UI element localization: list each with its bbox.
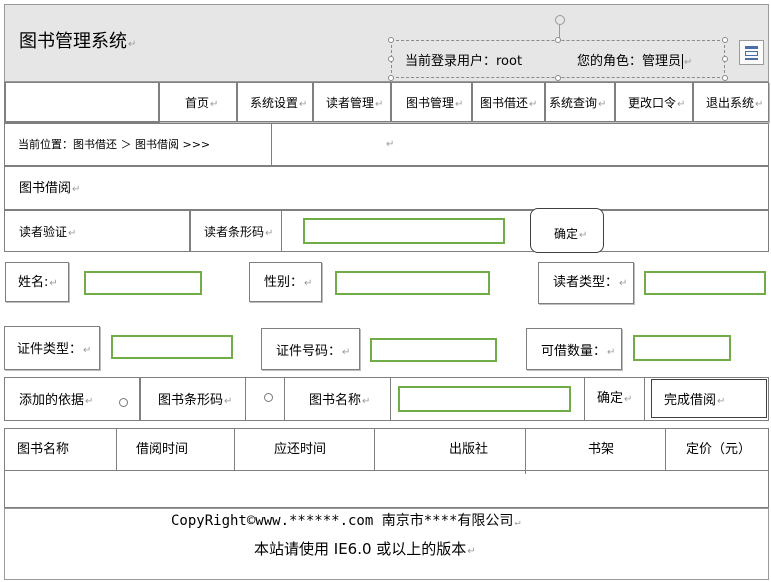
column-header-due-time: 应还时间 (274, 442, 327, 457)
nav-item-book-mgmt[interactable]: 图书管理↵ (391, 82, 472, 122)
resize-handle (388, 75, 394, 81)
app-title: 图书管理系统↵ (19, 31, 137, 52)
section-title-row: 图书借阅↵ (4, 166, 769, 210)
user-role-text: 您的角色：管理员↵ (577, 54, 693, 69)
borrowable-field[interactable] (633, 335, 731, 361)
paragraph-mark: ↵ (386, 139, 395, 150)
reader-barcode-input[interactable] (303, 218, 505, 244)
id-type-field[interactable] (111, 335, 233, 359)
column-header-book-name: 图书名称 (17, 442, 70, 457)
name-label-cell: 姓名:↵ (5, 262, 69, 302)
radio-by-barcode[interactable] (119, 398, 128, 407)
gender-field[interactable] (335, 271, 490, 295)
book-search-input[interactable] (398, 386, 571, 412)
section-title: 图书借阅 (19, 181, 72, 196)
reader-type-label-cell: 读者类型：↵ (538, 262, 634, 304)
resize-handle (722, 37, 728, 43)
book-barcode-option-cell: 图书条形码↵ (140, 377, 246, 421)
nav-item-settings[interactable]: 系统设置↵ (237, 82, 313, 122)
breadcrumb: 当前位置：图书借还 ＞ 图书借阅 >>> (4, 123, 272, 166)
nav-item-borrow-return[interactable]: 图书借还↵ (472, 82, 545, 122)
reader-barcode-label-cell: 读者条形码↵ (190, 210, 282, 252)
column-header-borrow-time: 借阅时间 (136, 442, 189, 457)
browser-note-text: 本站请使用 IE6.0 或以上的版本↵ (254, 540, 476, 558)
rotate-handle (555, 15, 565, 25)
id-type-label-cell: 证件类型：↵ (4, 326, 100, 370)
nav-spacer (5, 82, 159, 122)
finish-borrow-button[interactable]: 完成借阅↵ (651, 379, 767, 418)
column-header-price: 定价（元） (686, 442, 752, 457)
id-number-label-cell: 证件号码：↵ (261, 328, 360, 370)
copyright-text: CopyRight©www.******.com 南京市****有限公司↵ (171, 513, 521, 529)
borrow-table (4, 428, 769, 508)
id-number-field[interactable] (370, 338, 497, 362)
nav-item-query[interactable]: 系统查询↵ (545, 82, 615, 122)
rotate-handle-stem (559, 25, 560, 40)
column-header-publisher: 出版社 (449, 442, 489, 457)
radio-by-name[interactable] (264, 393, 273, 402)
table-header-row (4, 428, 769, 471)
name-field[interactable] (84, 271, 202, 295)
resize-handle (555, 37, 561, 43)
current-user-text: 当前登录用户：root (405, 54, 523, 69)
reader-verify-label-cell: 读者验证↵ (4, 210, 190, 252)
reader-type-field[interactable] (644, 271, 766, 295)
book-name-option-cell: 图书名称↵ (284, 377, 391, 421)
add-basis-label-cell: 添加的依据↵ (4, 377, 140, 421)
borrowable-label-cell: 可借数量：↵ (526, 328, 622, 370)
resize-handle (555, 75, 561, 81)
footer (4, 508, 769, 580)
resize-handle (388, 37, 394, 43)
header-band (4, 4, 769, 82)
resize-handle (722, 56, 728, 62)
nav-item-home[interactable]: 首页↵ (159, 82, 237, 122)
resize-handle (722, 75, 728, 81)
nav-item-logout[interactable]: 退出系统↵ (693, 82, 769, 122)
reader-verify-confirm-button[interactable]: 确定↵ (530, 208, 604, 253)
gender-label-cell: 性别：↵ (249, 262, 322, 302)
layout-options-icon[interactable] (739, 40, 764, 65)
column-header-shelf: 书架 (588, 442, 615, 457)
resize-handle (388, 56, 394, 62)
nav-item-reader-mgmt[interactable]: 读者管理↵ (313, 82, 391, 122)
nav-item-change-password[interactable]: 更改口令↵ (615, 82, 693, 122)
add-book-confirm-button[interactable]: 确定↵ (584, 377, 645, 421)
